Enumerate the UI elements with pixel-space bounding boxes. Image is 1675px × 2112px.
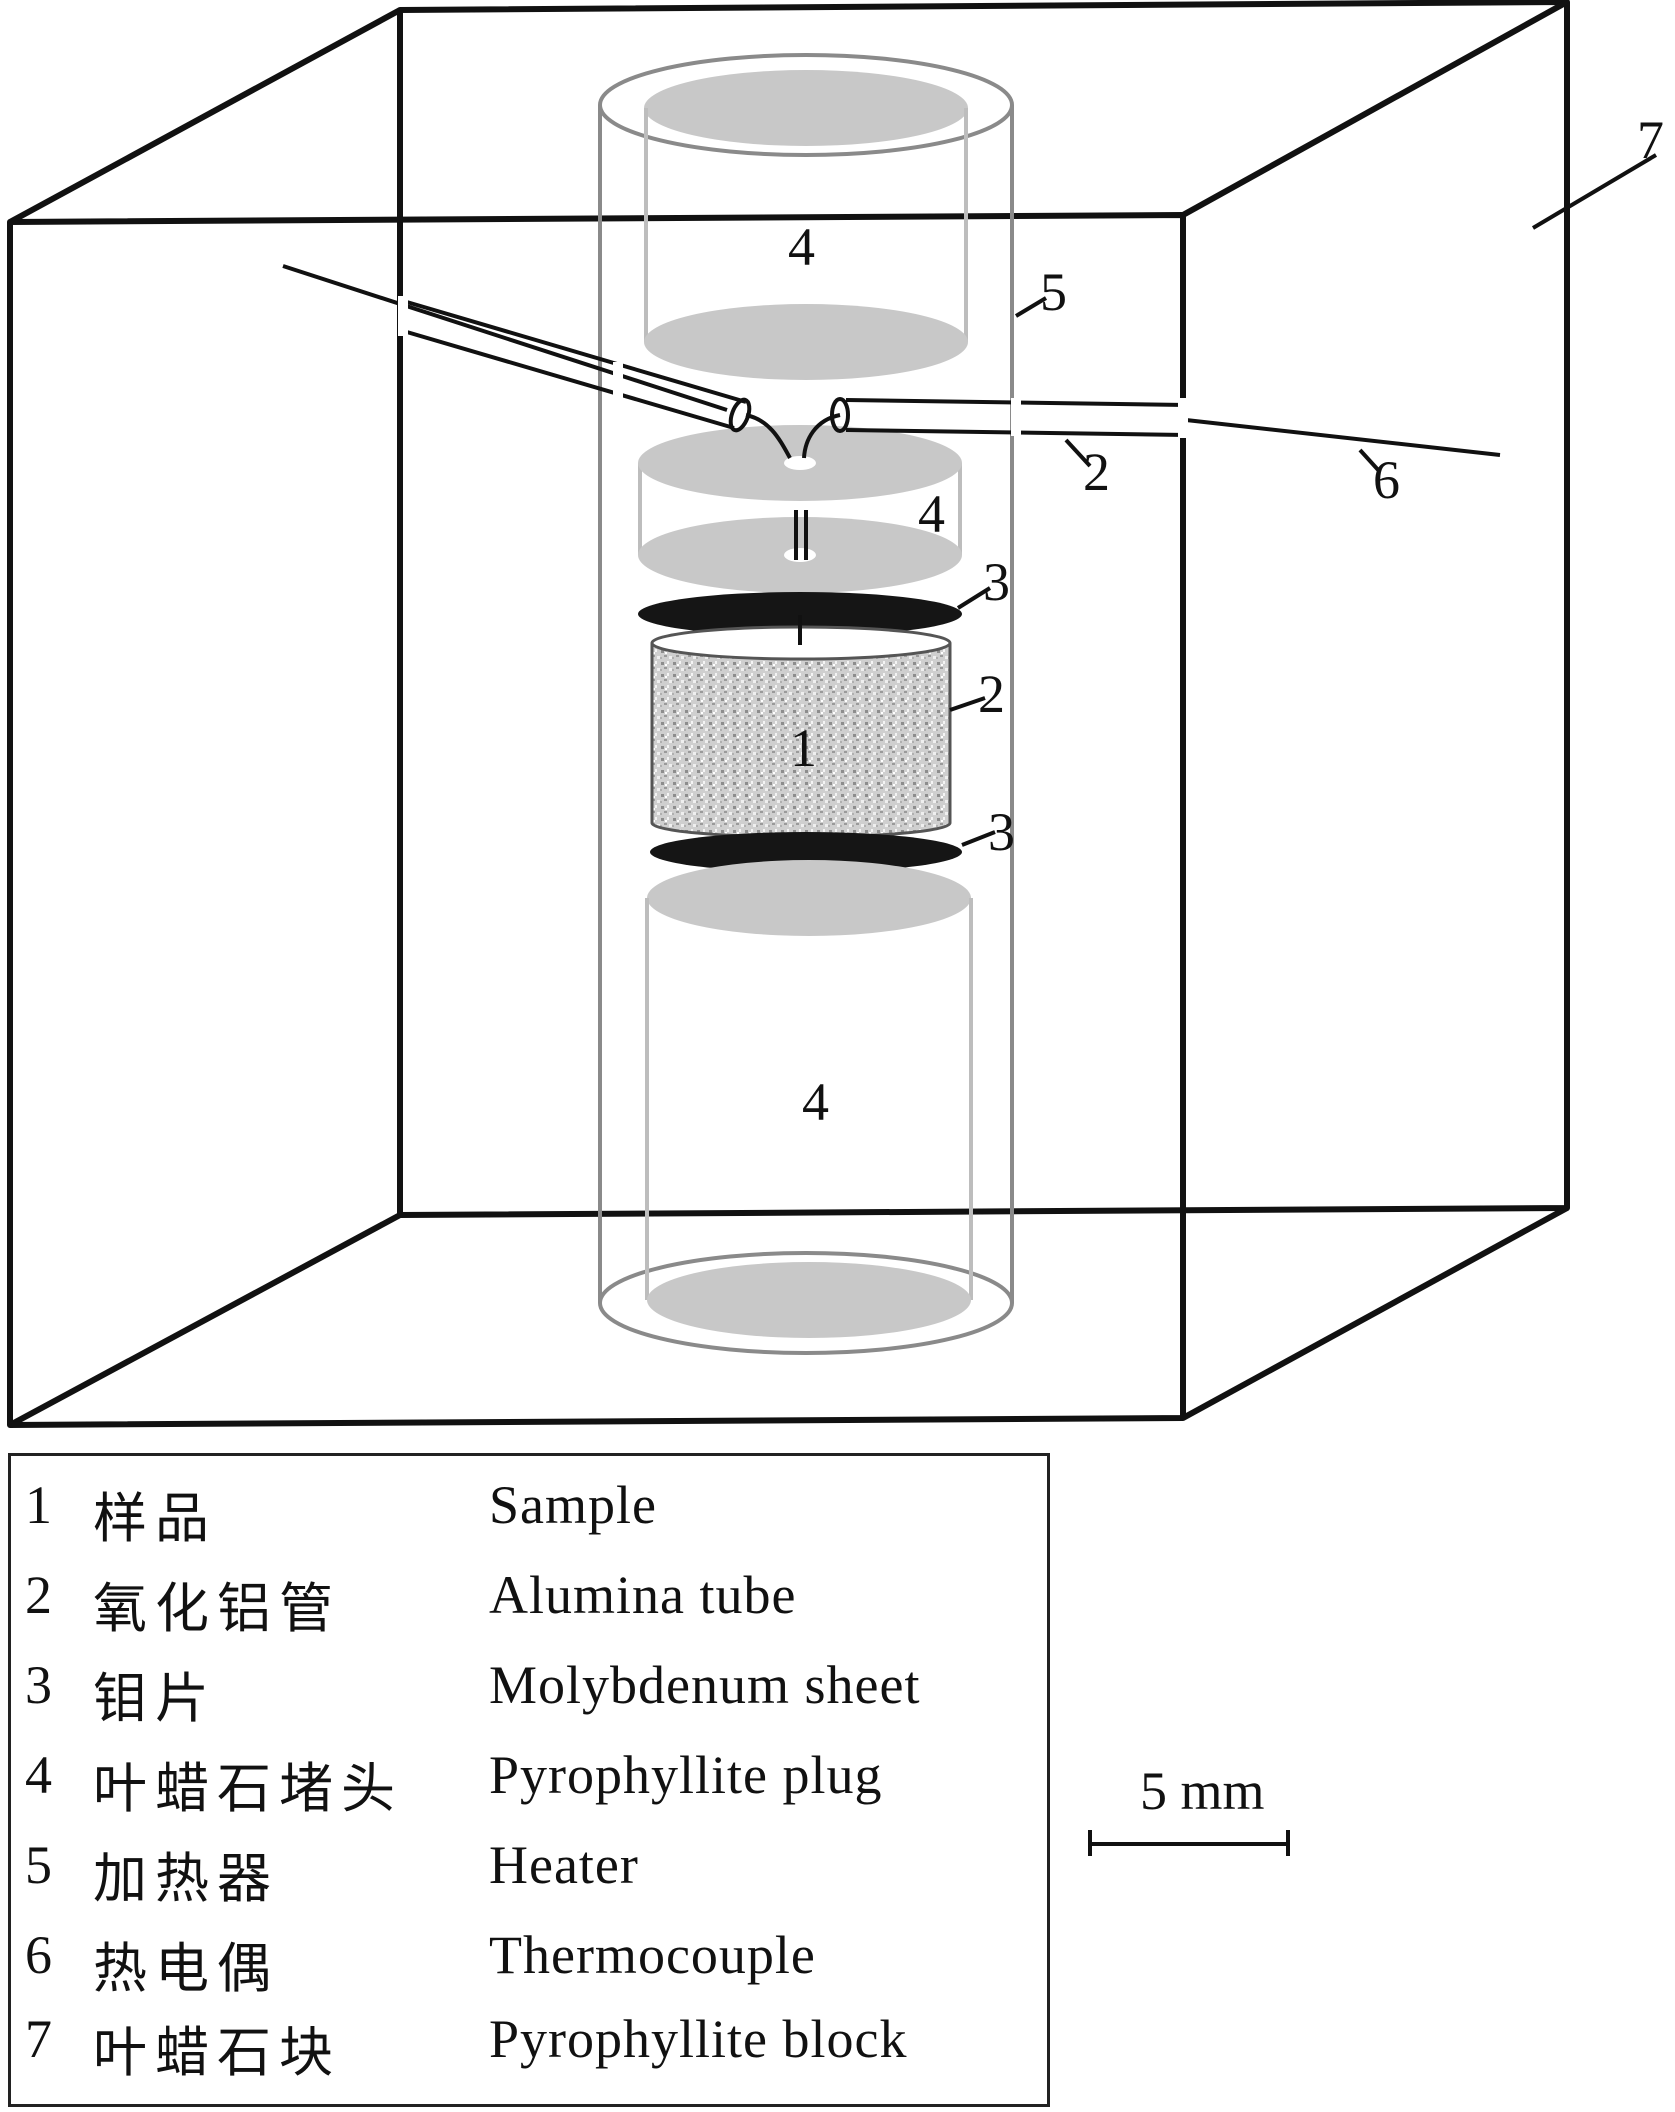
label-block: 7 [1637, 110, 1664, 170]
label-mo-bottom: 3 [988, 802, 1015, 862]
pyrophyllite-block [7, 0, 1570, 1428]
legend-english-name: Heater [489, 1835, 639, 1895]
legend-number: 2 [25, 1565, 52, 1625]
legend-chinese-name: 加热器 [93, 1849, 279, 1909]
legend-english-name: Sample [489, 1475, 657, 1535]
cell-assembly-diagram: 4 5 2 6 7 4 3 2 1 3 4 [7, 0, 1664, 1428]
legend-chinese-name: 叶蜡石块 [93, 2023, 341, 2083]
legend-row: 1 样品 Sample [11, 1474, 1047, 1554]
legend-english-name: Pyrophyllite block [489, 2009, 908, 2069]
legend-number: 5 [25, 1835, 52, 1895]
label-heater: 5 [1040, 262, 1067, 322]
label-plug-mid: 4 [918, 484, 945, 544]
label-plug-top: 4 [788, 217, 815, 277]
label-mo-top: 3 [983, 552, 1010, 612]
heater-tube [598, 53, 1014, 1355]
scale-bar: 5 mm [1085, 1760, 1300, 1860]
legend-number: 7 [25, 2009, 52, 2069]
legend-number: 3 [25, 1655, 52, 1715]
legend-row: 3 钼片 Molybdenum sheet [11, 1654, 1047, 1734]
legend-chinese-name: 样品 [93, 1489, 217, 1549]
leader-lines [949, 153, 1658, 847]
bottom-pyrophyllite-plug [645, 860, 973, 1338]
legend-chinese-name: 叶蜡石堵头 [93, 1759, 403, 1819]
legend-chinese-name: 氧化铝管 [93, 1579, 341, 1639]
molybdenum-sheet-bottom [650, 832, 962, 872]
legend-number: 6 [25, 1925, 52, 1985]
legend-english-name: Alumina tube [489, 1565, 797, 1625]
top-pyrophyllite-plug [644, 70, 968, 380]
legend-english-name: Pyrophyllite plug [489, 1745, 883, 1805]
legend-number: 1 [25, 1475, 52, 1535]
legend-row: 4 叶蜡石堵头 Pyrophyllite plug [11, 1744, 1047, 1824]
legend-number: 4 [25, 1745, 52, 1805]
legend-chinese-name: 热电偶 [93, 1939, 279, 1999]
middle-pyrophyllite-plug [638, 425, 962, 612]
legend-row: 7 叶蜡石块 Pyrophyllite block [11, 2008, 1047, 2088]
label-tube-sample: 2 [978, 664, 1005, 724]
scale-bar-tick-right [1286, 1830, 1290, 1856]
label-sample: 1 [790, 718, 817, 778]
legend-chinese-name: 钼片 [93, 1669, 217, 1729]
thermocouple-gaps [398, 296, 1188, 438]
scale-bar-line [1089, 1842, 1289, 1846]
label-thermocouple: 6 [1373, 450, 1400, 510]
sample-in-alumina-tube [650, 615, 952, 839]
molybdenum-sheet-top [638, 592, 962, 636]
label-tube-thermo: 2 [1083, 442, 1110, 502]
legend-english-name: Thermocouple [489, 1925, 816, 1985]
legend: 1 样品 Sample 2 氧化铝管 Alumina tube 3 钼片 Mol… [8, 1453, 1050, 2107]
legend-row: 5 加热器 Heater [11, 1834, 1047, 1914]
legend-row: 2 氧化铝管 Alumina tube [11, 1564, 1047, 1644]
legend-english-name: Molybdenum sheet [489, 1655, 921, 1715]
scale-bar-label: 5 mm [1140, 1761, 1265, 1821]
label-plug-bottom: 4 [802, 1072, 829, 1132]
legend-row: 6 热电偶 Thermocouple [11, 1924, 1047, 2004]
